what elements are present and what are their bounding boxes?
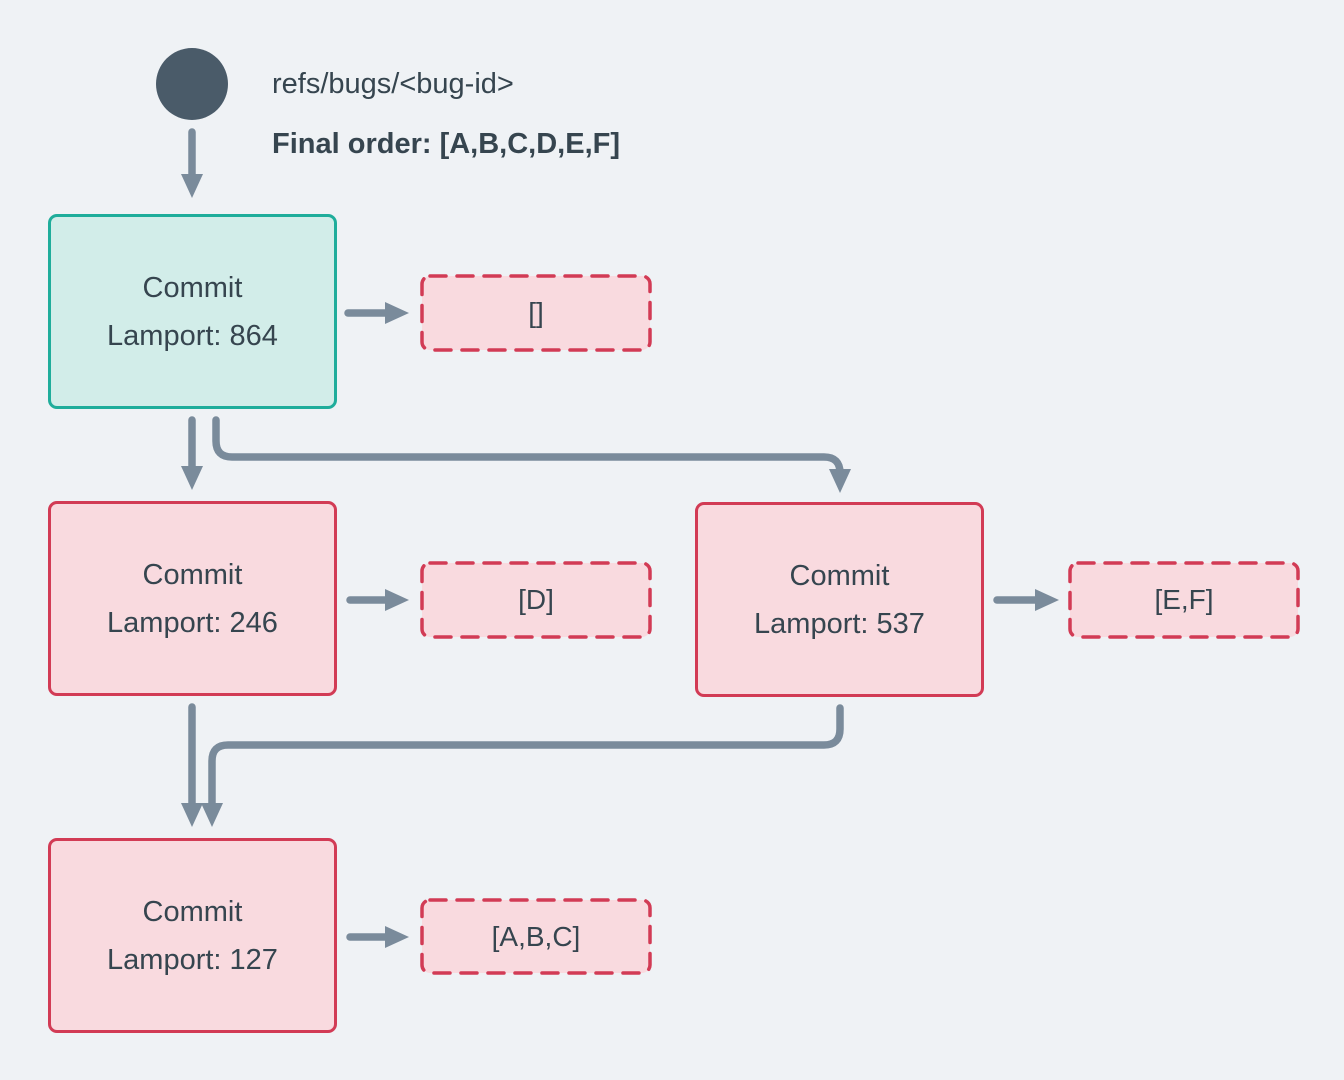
payload-value-537: [E,F] [1154,584,1214,615]
commit-title: Commit [142,271,243,304]
commit-lamport: Lamport: 246 [107,606,278,639]
payload-value-246: [D] [518,584,554,615]
payload-box-outline-864 [420,274,652,352]
edge-commit537-to-commit127 [201,704,844,827]
commit-lamport: Lamport: 864 [107,319,278,352]
payload-value-864: [] [528,297,544,328]
commit-lamport: Lamport: 127 [107,943,278,976]
payload-box-outline-246 [420,561,652,639]
commit-title: Commit [142,895,243,928]
payload-box-outline-537 [1068,561,1300,639]
ref-name-label: refs/bugs/<bug-id> [272,68,514,100]
ref-head-dot [156,48,228,120]
commit-node-246: Commit Lamport: 246 [48,501,337,696]
commit-node-127: Commit Lamport: 127 [48,838,337,1033]
commit-node-864: Commit Lamport: 864 [48,214,337,409]
commit-title: Commit [142,558,243,591]
payload-box-outline-127 [420,898,652,975]
final-order-label: Final order: [A,B,C,D,E,F] [272,128,620,160]
commit-node-537: Commit Lamport: 537 [695,502,984,697]
commit-title: Commit [789,559,890,592]
payload-value-127: [A,B,C] [491,921,581,952]
edge-commit864-to-commit537 [212,416,851,493]
commit-lamport: Lamport: 537 [754,607,925,640]
